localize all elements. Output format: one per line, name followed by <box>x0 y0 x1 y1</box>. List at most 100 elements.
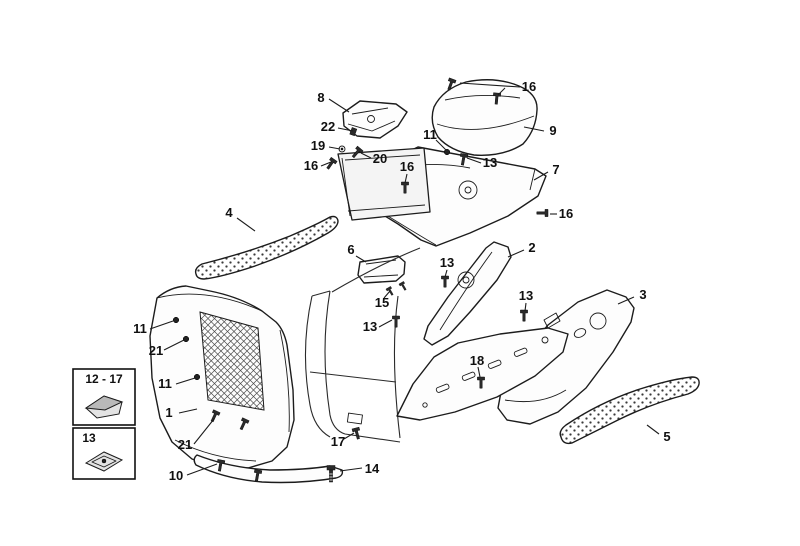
callout-16: 16 <box>522 79 536 94</box>
bolt-icon <box>172 316 180 324</box>
callout-10: 10 <box>169 468 183 483</box>
callout-16: 16 <box>559 206 573 221</box>
leader-line <box>163 339 185 351</box>
part-9-cover <box>431 79 538 156</box>
leader-line <box>149 320 174 330</box>
callouts: 8 16 22 19 20 11 9 16 16 13 7 4 16 2 6 1… <box>133 79 670 483</box>
legend-label-12-17: 12 - 17 <box>85 372 123 386</box>
screw-icon <box>398 281 408 292</box>
callout-14: 14 <box>365 461 380 476</box>
part-9-seam <box>436 115 535 130</box>
legend-plate-hole <box>101 458 107 464</box>
center-frame-bracket <box>346 412 363 425</box>
callout-4: 4 <box>225 205 233 220</box>
leader-line <box>477 366 481 378</box>
center-frame-rails <box>304 247 421 443</box>
callout-17: 17 <box>331 434 345 449</box>
part-7-keyhole-inner <box>464 186 472 194</box>
part-6-bracket <box>357 255 406 284</box>
part-5-perforated-strip <box>559 376 700 445</box>
legend: 12 - 17 13 <box>72 368 136 480</box>
callout-8: 8 <box>317 90 324 105</box>
callout-3: 3 <box>639 287 646 302</box>
part-1-mesh-grille <box>199 311 265 411</box>
callout-18: 18 <box>470 353 484 368</box>
callout-6: 6 <box>347 242 354 257</box>
leader-line <box>193 418 215 445</box>
bolt-icon <box>182 335 190 343</box>
screw-icon <box>392 315 400 328</box>
callout-9: 9 <box>549 123 556 138</box>
leader-line <box>236 217 256 232</box>
screw-icon <box>520 309 528 322</box>
leader-line <box>444 269 448 278</box>
leader-line <box>507 249 525 258</box>
fasteners <box>172 77 549 483</box>
leader-line <box>339 467 363 472</box>
callout-19: 19 <box>311 138 325 153</box>
nut-center-icon <box>340 147 344 151</box>
leader-line <box>343 432 355 440</box>
part-4-perforated-strip <box>194 215 339 280</box>
callout-5: 5 <box>663 429 670 444</box>
leader-line <box>328 98 350 113</box>
bolt-icon <box>443 148 451 156</box>
screw-icon <box>536 209 549 217</box>
leader-line <box>378 319 393 328</box>
leader-line <box>328 146 341 150</box>
leader-lines <box>149 82 660 476</box>
leader-line <box>646 424 660 435</box>
leader-line <box>383 290 391 299</box>
leader-line <box>320 161 332 167</box>
leader-line <box>178 408 198 414</box>
leader-line <box>523 126 545 132</box>
bolt-icon <box>193 373 201 381</box>
part-drawings <box>149 79 700 484</box>
callout-1: 1 <box>165 405 172 420</box>
part-8-hole <box>367 115 375 123</box>
leader-line <box>497 87 506 96</box>
leader-line <box>435 139 447 151</box>
part-1-contours <box>156 293 290 462</box>
leader-line <box>360 152 372 159</box>
leader-line <box>337 127 354 132</box>
callout-13: 13 <box>519 288 533 303</box>
part-3-hole <box>589 312 607 330</box>
callout-11: 11 <box>133 321 147 336</box>
footboard-slots <box>422 336 549 408</box>
part-2-contour <box>439 251 493 331</box>
callout-16: 16 <box>304 158 318 173</box>
part-3-slot <box>573 328 587 338</box>
callout-15: 15 <box>375 295 389 310</box>
leader-line <box>617 296 635 305</box>
callout-16: 16 <box>400 159 414 174</box>
part-8-detail <box>347 107 396 132</box>
legend-plate-inner <box>91 455 117 468</box>
callout-13: 13 <box>440 255 454 270</box>
part-2-hole-inner <box>462 276 470 284</box>
leader-line <box>175 377 196 385</box>
screw-icon <box>441 275 449 288</box>
callout-11: 11 <box>423 127 437 142</box>
leader-line <box>186 463 218 476</box>
callout-20: 20 <box>373 151 387 166</box>
bottom-trim-strip <box>193 454 344 484</box>
leader-line <box>355 255 367 263</box>
part-2-panel <box>423 241 512 346</box>
leader-line <box>533 171 549 181</box>
callout-21: 21 <box>149 343 163 358</box>
part-3-contour <box>504 312 567 403</box>
legend-label-13: 13 <box>82 431 96 445</box>
leader-line <box>459 82 521 88</box>
callout-21: 21 <box>178 437 192 452</box>
callout-22: 22 <box>321 119 335 134</box>
callout-13: 13 <box>363 319 377 334</box>
part-9-contour <box>444 94 521 101</box>
part-7-pocket-detail <box>341 154 426 217</box>
legend-part-icon-top <box>84 395 124 411</box>
callout-7: 7 <box>552 162 559 177</box>
leader-line <box>404 173 408 184</box>
callout-11: 11 <box>158 376 172 391</box>
